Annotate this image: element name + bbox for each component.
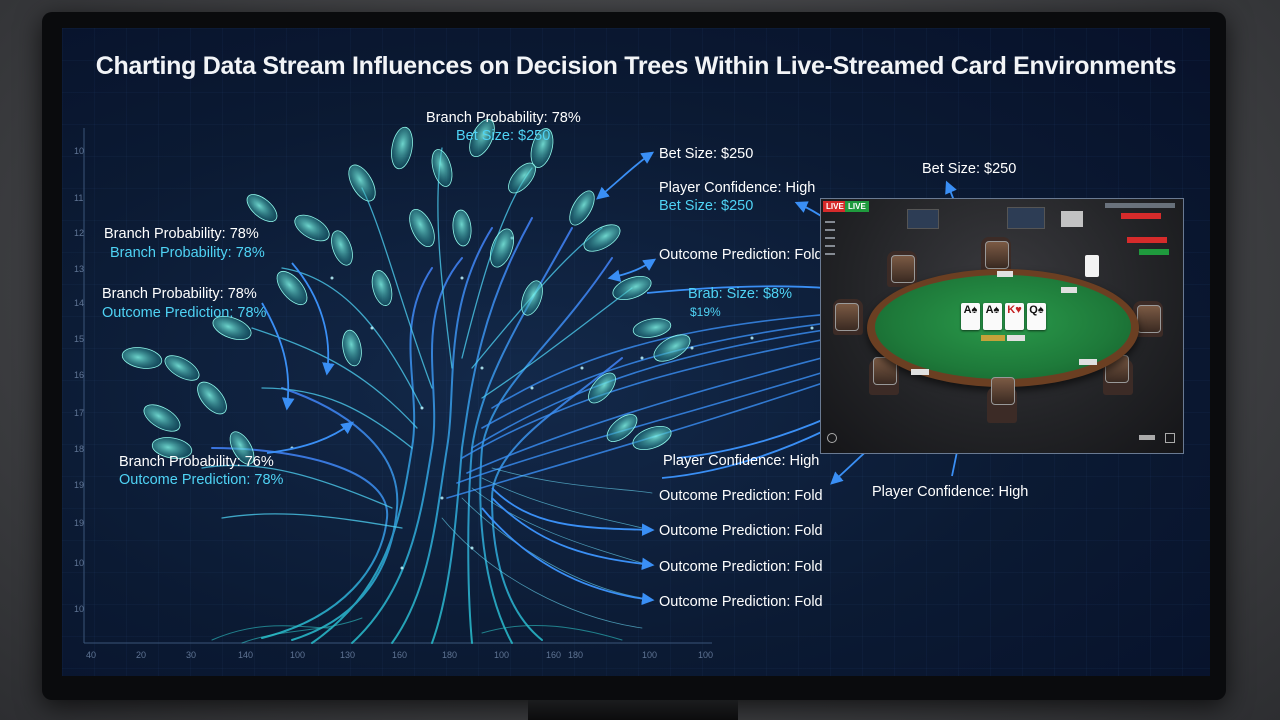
y-tick-label: 12 xyxy=(74,228,85,238)
x-tick-label: 180 xyxy=(568,650,584,660)
x-tick-label: 180 xyxy=(442,650,458,660)
community-card: A♠ xyxy=(961,303,980,330)
y-tick-label: 17 xyxy=(74,408,85,418)
wall-screen-2 xyxy=(1007,207,1045,229)
left2-branch-probability-label: Branch Probability: 78% xyxy=(102,286,257,302)
wall-poster xyxy=(1061,211,1083,227)
table-bet-size-label: Bet Size: $250 xyxy=(922,161,1017,177)
stream-bet-size-sub-label: Bet Size: $250 xyxy=(659,198,754,214)
x-tick-label: 100 xyxy=(290,650,306,660)
wall-screen xyxy=(907,209,939,229)
left2-outcome-prediction-label: Outcome Prediction: 78% xyxy=(102,305,267,321)
community-card: A♠ xyxy=(983,303,1002,330)
stream-outcome-prediction-2-label: Outcome Prediction: Fold xyxy=(659,488,823,504)
pot-display xyxy=(981,335,1005,341)
stream-brab-sub-label: $19% xyxy=(690,305,721,319)
player-tag-2 xyxy=(1061,287,1077,293)
hud-chip-red-2 xyxy=(1127,237,1167,243)
y-tick-label: 14 xyxy=(74,298,85,308)
player-avatar xyxy=(835,303,859,331)
x-tick-label: 130 xyxy=(340,650,356,660)
community-card: Q♠ xyxy=(1027,303,1046,330)
x-tick-label: 100 xyxy=(494,650,510,660)
hud-list xyxy=(825,221,835,261)
x-tick-label: 160 xyxy=(546,650,562,660)
x-tick-label: 100 xyxy=(642,650,658,660)
top-bet-size-label: Bet Size: $250 xyxy=(456,128,551,144)
y-tick-label: 19 xyxy=(74,518,85,528)
decision-tree xyxy=(121,118,963,644)
player-avatar xyxy=(891,255,915,283)
player-avatar xyxy=(991,377,1015,405)
live-badge-2: LIVE xyxy=(845,201,869,212)
screen: Charting Data Stream Influences on Decis… xyxy=(62,28,1210,676)
stream-brab-size-label: Brab: Size: $8% xyxy=(688,286,792,302)
stream-outcome-prediction-5-label: Outcome Prediction: Fold xyxy=(659,594,823,610)
y-tick-label: 13 xyxy=(74,264,85,274)
live-stream-view: LIVE LIVE A♠ A♠ K♥ Q♠ xyxy=(820,198,1184,454)
y-tick-label: 10 xyxy=(74,146,85,156)
table-player-confidence-label: Player Confidence: High xyxy=(872,484,1029,500)
y-tick-label: 19 xyxy=(74,480,85,490)
stream-bet-size-label: Bet Size: $250 xyxy=(659,146,754,162)
player-avatar xyxy=(873,357,897,385)
left3-outcome-prediction-label: Outcome Prediction: 78% xyxy=(119,472,284,488)
monitor-stand xyxy=(528,700,738,720)
top-branch-probability-label: Branch Probability: 78% xyxy=(426,110,581,126)
hud-chip-red xyxy=(1121,213,1161,219)
x-tick-label: 140 xyxy=(238,650,254,660)
hole-card xyxy=(1085,255,1099,277)
volume-icon[interactable] xyxy=(1139,435,1155,440)
player-avatar xyxy=(985,241,1009,269)
page-title: Charting Data Stream Influences on Decis… xyxy=(95,52,1177,80)
player-tag-3 xyxy=(1079,359,1097,365)
y-tick-label: 15 xyxy=(74,334,85,344)
stream-outcome-prediction-3-label: Outcome Prediction: Fold xyxy=(659,523,823,539)
stream-outcome-prediction-label: Outcome Prediction: Fold xyxy=(659,247,823,263)
player-avatar xyxy=(1137,305,1161,333)
y-tick-label: 11 xyxy=(74,193,84,203)
community-card: K♥ xyxy=(1005,303,1024,330)
left1-branch-probability-sub-label: Branch Probability: 78% xyxy=(110,245,265,261)
x-tick-label: 100 xyxy=(698,650,714,660)
hud-chip-green xyxy=(1139,249,1169,255)
stream-outcome-prediction-4-label: Outcome Prediction: Fold xyxy=(659,559,823,575)
fullscreen-icon[interactable] xyxy=(1165,433,1175,443)
left1-branch-probability-label: Branch Probability: 78% xyxy=(104,226,259,242)
hud-bar xyxy=(1105,203,1175,208)
y-tick-label: 18 xyxy=(74,444,85,454)
x-tick-label: 160 xyxy=(392,650,408,660)
y-tick-label: 10 xyxy=(74,558,85,568)
player-tag xyxy=(997,271,1013,277)
live-badge: LIVE xyxy=(823,201,847,212)
y-tick-label: 10 xyxy=(74,604,85,614)
x-tick-label: 40 xyxy=(86,650,97,660)
y-tick-label: 16 xyxy=(74,370,85,380)
left3-branch-probability-label: Branch Probability: 76% xyxy=(119,454,274,470)
stream-player-confidence-lower-label: Player Confidence: High xyxy=(663,453,820,469)
player-tag-4 xyxy=(911,369,929,375)
chart-axes xyxy=(83,128,712,644)
settings-icon[interactable] xyxy=(827,433,837,443)
x-tick-label: 20 xyxy=(136,650,147,660)
stream-player-confidence-label: Player Confidence: High xyxy=(659,180,816,196)
diagram-canvas xyxy=(83,118,985,644)
pot-display-2 xyxy=(1007,335,1025,341)
x-tick-label: 30 xyxy=(186,650,197,660)
